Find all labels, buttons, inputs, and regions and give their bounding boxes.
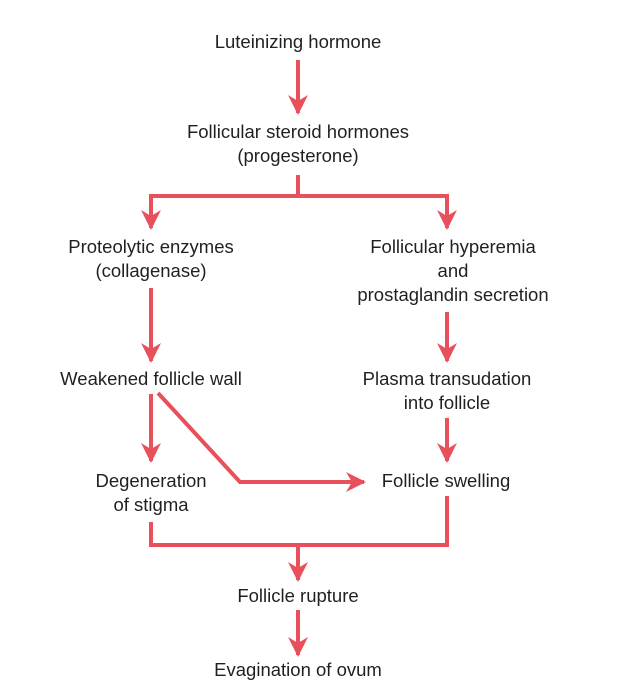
node-plasma-transudation: Plasma transudation into follicle bbox=[363, 367, 532, 415]
node-text: and bbox=[437, 260, 469, 281]
node-follicle-swelling: Follicle swelling bbox=[382, 469, 511, 493]
node-text: Plasma transudation bbox=[362, 368, 532, 389]
arrow-weakened-to-swelling bbox=[156, 391, 366, 492]
node-text: (collagenase) bbox=[95, 260, 207, 281]
node-text: Follicular hyperemia bbox=[370, 236, 536, 257]
node-text: Follicular steroid hormones bbox=[186, 121, 410, 142]
node-text: (progesterone) bbox=[237, 145, 359, 166]
node-text: Degeneration bbox=[95, 470, 207, 491]
node-follicular-hyperemia: Follicular hyperemia and prostaglandin s… bbox=[357, 235, 548, 307]
node-text: of stigma bbox=[113, 494, 189, 515]
node-text: Luteinizing hormone bbox=[214, 31, 382, 52]
node-text: Evagination of ovum bbox=[214, 659, 382, 680]
node-proteolytic-enzymes: Proteolytic enzymes (collagenase) bbox=[68, 235, 234, 283]
node-weakened-follicle-wall: Weakened follicle wall bbox=[60, 367, 242, 391]
node-text: Weakened follicle wall bbox=[60, 368, 242, 389]
node-evagination-of-ovum: Evagination of ovum bbox=[214, 658, 382, 682]
node-text: into follicle bbox=[403, 392, 491, 413]
node-text: prostaglandin secretion bbox=[357, 284, 549, 305]
node-text: Follicle rupture bbox=[237, 585, 359, 606]
arrow-steroid-to-hyperemia bbox=[298, 194, 457, 230]
node-follicle-rupture: Follicle rupture bbox=[237, 584, 358, 608]
node-follicular-steroid-hormones: Follicular steroid hormones (progesteron… bbox=[187, 120, 409, 168]
node-text: Proteolytic enzymes bbox=[68, 236, 234, 257]
node-luteinizing-hormone: Luteinizing hormone bbox=[215, 30, 382, 54]
node-text: Follicle swelling bbox=[381, 470, 511, 491]
arrow-steroid-to-proteolytic bbox=[141, 194, 298, 230]
node-degeneration-of-stigma: Degeneration of stigma bbox=[95, 469, 206, 517]
